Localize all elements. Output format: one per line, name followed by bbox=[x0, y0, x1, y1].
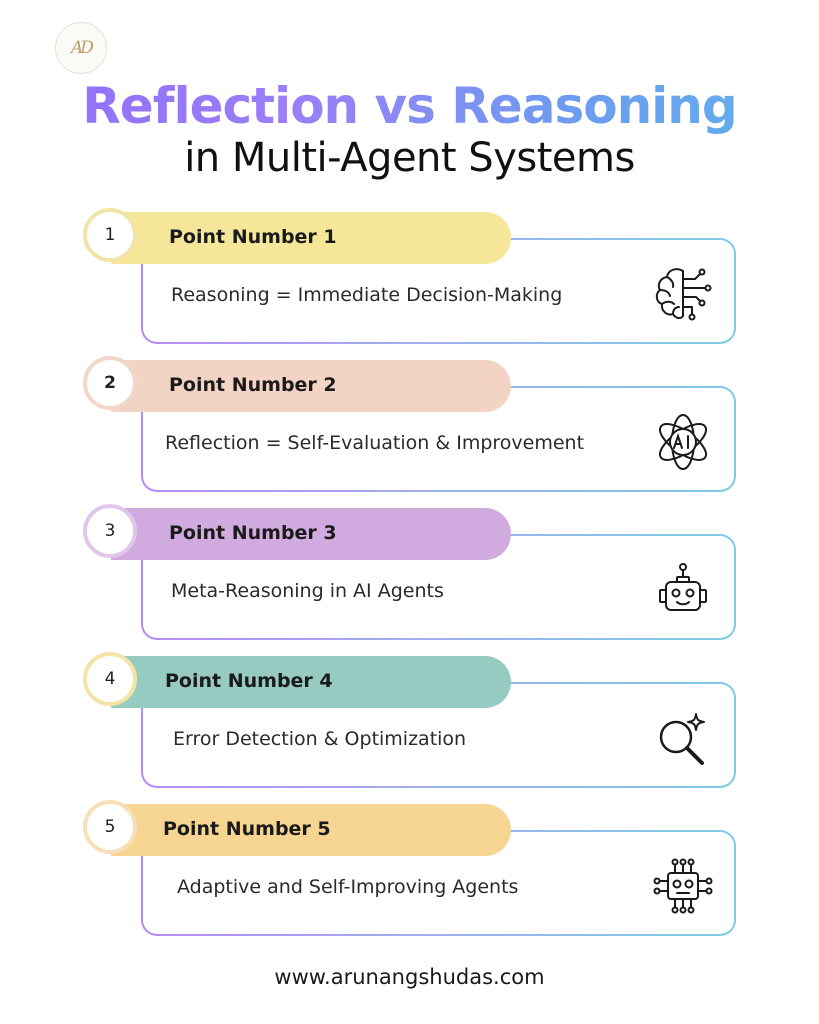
point-item-3: Meta-Reasoning in AI Agents Point Number… bbox=[0, 504, 819, 648]
point-description: Meta-Reasoning in AI Agents bbox=[171, 580, 444, 602]
point-number-badge: 1 bbox=[83, 208, 137, 262]
point-label: Point Number 2 bbox=[169, 374, 337, 396]
point-label: Point Number 1 bbox=[169, 226, 337, 248]
point-item-1: Reasoning = Immediate Decision-Making Po… bbox=[0, 208, 819, 352]
point-header-pill: Point Number 3 bbox=[111, 508, 511, 560]
sparkle-magnifier-icon bbox=[650, 705, 716, 771]
point-label: Point Number 5 bbox=[163, 818, 331, 840]
logo: AD bbox=[55, 22, 107, 74]
point-number-badge: 5 bbox=[83, 800, 137, 854]
page-title: Reflection vs Reasoning bbox=[0, 76, 819, 136]
point-number-badge: 2 bbox=[83, 356, 137, 410]
website-url[interactable]: www.arunangshudas.com bbox=[274, 965, 545, 989]
point-item-4: Error Detection & Optimization Point Num… bbox=[0, 652, 819, 796]
point-label: Point Number 4 bbox=[165, 670, 333, 692]
point-number-badge: 4 bbox=[83, 652, 137, 706]
point-header-pill: Point Number 5 bbox=[111, 804, 511, 856]
point-item-5: Adaptive and Self-Improving Agents Point… bbox=[0, 800, 819, 944]
point-number-badge: 3 bbox=[83, 504, 137, 558]
point-header-pill: Point Number 4 bbox=[111, 656, 511, 708]
point-description: Error Detection & Optimization bbox=[173, 728, 467, 750]
point-description: Reasoning = Immediate Decision-Making bbox=[171, 284, 563, 306]
ai-atom-icon bbox=[650, 409, 716, 475]
point-item-2: Reflection = Self-Evaluation & Improveme… bbox=[0, 356, 819, 500]
point-description: Adaptive and Self-Improving Agents bbox=[177, 876, 519, 898]
point-description: Reflection = Self-Evaluation & Improveme… bbox=[165, 432, 585, 454]
robot-head-icon bbox=[650, 557, 716, 623]
page-subtitle: in Multi-Agent Systems bbox=[184, 135, 635, 181]
point-header-pill: Point Number 1 bbox=[111, 212, 511, 264]
point-label: Point Number 3 bbox=[169, 522, 337, 544]
robot-circuit-icon bbox=[650, 853, 716, 919]
point-header-pill: Point Number 2 bbox=[111, 360, 511, 412]
brain-circuit-icon bbox=[650, 261, 716, 327]
